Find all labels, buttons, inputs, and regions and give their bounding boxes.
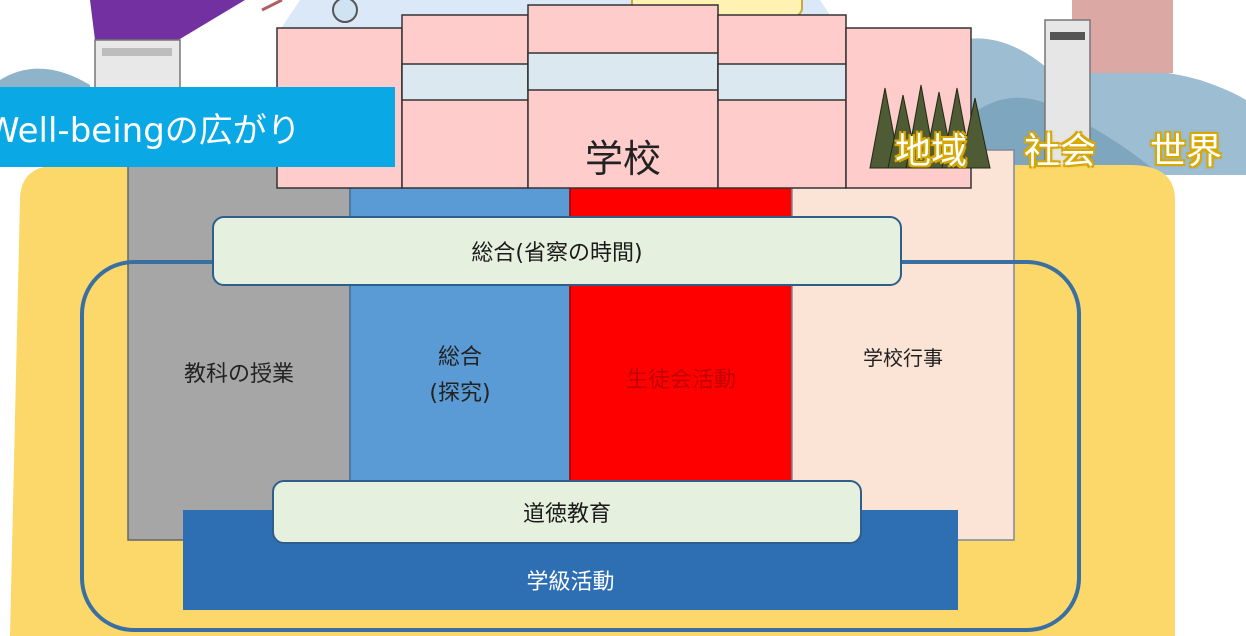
pillar-council-shape <box>569 149 793 541</box>
flask-icon <box>332 0 358 23</box>
school-window-4 <box>717 63 847 101</box>
left-building-detail <box>102 48 172 56</box>
school-block-4 <box>717 14 847 189</box>
thermometer-icon <box>261 0 283 12</box>
pillar-events-label: 学校行事 <box>863 346 943 370</box>
pillar-subjects-label: 教科の授業 <box>183 362 294 387</box>
pillar-inquiry-label-1: 総合 <box>437 345 482 370</box>
moral-education-label: 道徳教育 <box>522 502 611 527</box>
region-world: 世界 <box>1150 131 1223 172</box>
right-building <box>1044 19 1091 171</box>
banner-title-text: Well-beingの広がり <box>0 110 301 151</box>
moral-education-bar: 道徳教育 <box>272 480 862 544</box>
school-label: 学校 <box>584 136 661 181</box>
reflection-bar-label: 総合(省察の時間) <box>471 241 643 266</box>
school-block-2 <box>401 14 529 189</box>
class-activities-label: 学級活動 <box>526 570 615 595</box>
pillar-inquiry-shape <box>349 149 571 541</box>
pillar-subjects-shape <box>127 149 351 541</box>
banner-title: Well-beingの広がり <box>0 87 395 167</box>
region-society: 社会 <box>1024 131 1097 172</box>
pillar-council-label: 生徒会活動 <box>625 368 736 393</box>
region-community: 地域 <box>895 131 968 172</box>
right-building-windows <box>1050 32 1085 40</box>
school-window-center <box>527 52 719 91</box>
reflection-bar: 総合(省察の時間) <box>212 216 902 286</box>
school-center <box>527 4 719 189</box>
school-window-2 <box>401 63 529 101</box>
forest-icon <box>869 84 991 169</box>
pillar-inquiry-label-2: (探究) <box>429 381 491 406</box>
